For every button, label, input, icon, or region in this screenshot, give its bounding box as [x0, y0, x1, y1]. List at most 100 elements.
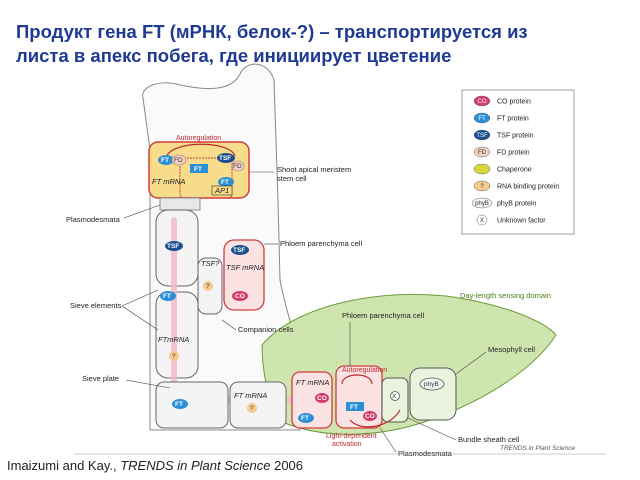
ft-label-sieve: FT: [163, 293, 171, 300]
legend-symbol-label: FD: [478, 150, 487, 156]
caption: Imaizumi and Kay., TRENDS in Plant Scien…: [7, 458, 303, 473]
fd-protein-meristem-2: [231, 160, 245, 172]
unknown-factor-label: X: [392, 393, 397, 400]
meristem-nucleus: [179, 157, 233, 199]
legend-item: TSF TSF protein: [473, 129, 534, 141]
legend-item: ?RNA binding protein: [473, 180, 559, 192]
label-light-dependent-1: Light-dependent: [326, 433, 377, 440]
co-protein-parenchyma: [232, 291, 248, 301]
proteins: FT FD TSF FT FD TSF TSF CO FT FT CO FT C…: [158, 153, 445, 423]
label-autoregulation-top: Autoregulation: [176, 135, 221, 142]
legend-symbol-label: CO: [478, 99, 487, 105]
label-stem-cell: stem cell: [277, 174, 307, 183]
label-ft-gene-meristem: FT: [194, 166, 202, 173]
rna-bp-bottom-label: ?: [250, 405, 254, 412]
caption-authors: Imaizumi and Kay.,: [7, 458, 121, 473]
legend-label: Chaperone: [497, 167, 532, 174]
unknown-factor-leaf: [390, 391, 400, 401]
ap1-gene: [211, 185, 233, 196]
legend-symbol: [473, 163, 491, 175]
rna-bp-sieve-label: ?: [172, 353, 176, 360]
label-phloem-parenchyma-bottom: Phloem parenchyma cell: [342, 311, 424, 320]
ft-protein-meristem-2: [218, 177, 234, 187]
co-label-parenchyma: CO: [235, 293, 245, 300]
label-phloem-parenchyma-top: Phloem parenchyma cell: [280, 239, 362, 248]
tsf-protein-meristem: [217, 153, 235, 163]
co-label-leaf-2: CO: [365, 413, 375, 420]
sieve-tube-bottom: [155, 381, 229, 429]
external-labels: Shoot apical meristem stem cell Plasmode…: [66, 165, 551, 458]
caption-year: 2006: [270, 458, 304, 473]
label-ft-mrna-bottom: FT mRNA: [234, 391, 267, 400]
legend-symbol-label: TSF: [476, 133, 488, 139]
label-companion-cells: Companion cells: [238, 325, 294, 334]
label-ft-gene-leaf: FT: [350, 404, 358, 411]
sieve-tube-bottom-2: [229, 381, 287, 429]
tsf-label-meristem: TSF: [219, 155, 231, 162]
tsf-label-sieve: TSF: [167, 243, 179, 250]
legend-symbol: [473, 146, 491, 158]
label-ft-mrna-leaf: FT mRNA: [296, 378, 329, 387]
slide-title: Продукт гена FT (мРНК, белок-?) – трансп…: [16, 20, 626, 68]
fd-protein-meristem: [171, 154, 187, 166]
caption-journal: TRENDS in Plant Science: [120, 458, 271, 473]
legend-item: Chaperone: [473, 163, 532, 175]
legend-label: CO protein: [497, 99, 531, 106]
ft-label-leaf: FT: [301, 415, 309, 422]
legend-symbol: [476, 214, 488, 226]
rna-bp-sieve: [169, 351, 179, 361]
legend-label: TSF protein: [497, 133, 534, 140]
tsf-protein-parenchyma: [231, 245, 249, 255]
ft-label-bottom: FT: [175, 401, 183, 408]
label-sieve-plate: Sieve plate: [82, 374, 119, 383]
co-protein-leaf: [315, 393, 329, 403]
ft-label-meristem-2: FT: [221, 179, 229, 186]
ft-label-meristem: FT: [161, 157, 169, 164]
journal-mark: TRENDS in Plant Science: [500, 445, 576, 452]
phyb-protein-leaf: [419, 377, 445, 391]
light-activation-arc: [349, 409, 401, 428]
label-light-dependent-2: activation: [332, 441, 362, 448]
legend-item: FT FT protein: [473, 112, 529, 124]
label-ft-mrna-meristem: FT mRNA: [152, 177, 185, 186]
fd-label-meristem-2: FD: [233, 163, 242, 170]
legend-symbol: [471, 197, 493, 209]
label-plasmodesmata-bottom: Plasmodesmata: [398, 449, 453, 458]
label-ft-mrna-sieve: FTmRNA: [158, 335, 189, 344]
legend-symbol: [473, 95, 491, 107]
co-label-leaf: CO: [317, 395, 327, 402]
plasmodesmata-top: [159, 197, 201, 211]
legend-symbol-label: ?: [480, 184, 484, 190]
tsf-label-parenchyma: TSF: [233, 247, 245, 254]
ft-gene-leaf: [346, 402, 364, 411]
label-mesophyll: Mesophyll cell: [488, 345, 535, 354]
title-line-1: Продукт гена FT (мРНК, белок-?) – трансп…: [16, 21, 528, 42]
legend-label: FD protein: [497, 150, 530, 157]
mesophyll-cell: [409, 367, 457, 421]
legend-item: FD FD protein: [473, 146, 530, 158]
legend-label: phyB protein: [497, 201, 536, 208]
phloem-parenchyma-upper: [223, 239, 265, 311]
autoregulation-arc-top: [165, 143, 236, 159]
legend-symbol: [473, 129, 491, 141]
tsf-protein-sieve: [165, 241, 183, 251]
ft-protein-meristem: [158, 155, 174, 165]
legend-symbol-label: phyB: [475, 201, 489, 207]
ft-gene-meristem: [190, 164, 208, 173]
label-shoot-apical: Shoot apical meristem: [277, 165, 351, 174]
legend-item: phyB phyB protein: [471, 197, 536, 209]
legend-label: FT protein: [497, 116, 529, 123]
label-plasmodesmata-top: Plasmodesmata: [66, 215, 121, 224]
autoregulation-arc-leaf: [341, 374, 373, 385]
label-day-length: Day-length sensing domain: [460, 291, 551, 300]
label-autoregulation-leaf: Autoregulation: [342, 367, 387, 374]
legend-symbol: [473, 180, 491, 192]
legend-box: [461, 89, 575, 235]
label-tsf-q: TSF?: [201, 259, 220, 268]
title-line-2: листа в апекс побега, где инициирует цве…: [16, 45, 452, 66]
legend-symbol-label: FT: [478, 116, 486, 122]
rna-bp-companion-label: ?: [206, 283, 210, 290]
legend-symbol-label: X: [480, 218, 484, 224]
